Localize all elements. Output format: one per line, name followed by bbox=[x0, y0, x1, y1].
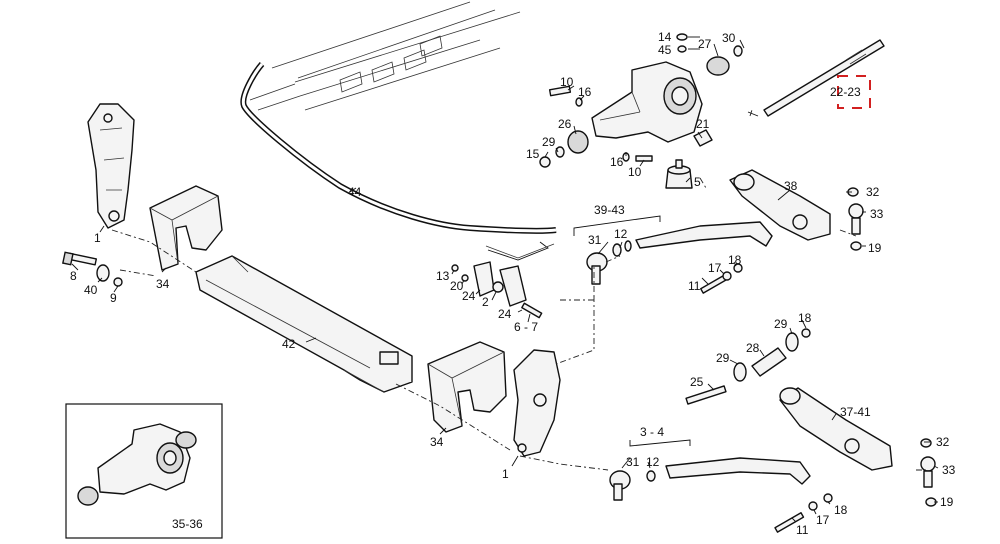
label-34-lower: 34 bbox=[430, 435, 444, 449]
side-bracket-1-lower bbox=[513, 349, 561, 457]
label-26: 26 bbox=[558, 117, 572, 131]
label-30: 30 bbox=[722, 31, 736, 45]
tie-rod-39-43 bbox=[586, 221, 773, 285]
assembly-center-lines bbox=[111, 109, 926, 471]
label-20: 20 bbox=[450, 279, 464, 293]
label-1-lower: 1 bbox=[502, 467, 509, 481]
label-45: 45 bbox=[658, 43, 672, 57]
label-2: 2 bbox=[482, 295, 489, 309]
label-12-lower: 12 bbox=[646, 455, 660, 469]
label-13: 13 bbox=[436, 269, 450, 283]
label-18-upper: 18 bbox=[728, 253, 742, 267]
label-38: 38 bbox=[784, 179, 798, 193]
mount-bracket-34-lower bbox=[427, 341, 507, 433]
label-33-upper: 33 bbox=[870, 207, 884, 221]
label-19-lower: 19 bbox=[940, 495, 954, 509]
control-arm-38 bbox=[729, 169, 831, 241]
mount-bracket-34-left bbox=[149, 185, 223, 271]
label-17-lower: 17 bbox=[816, 513, 830, 527]
upper-mount-bracket bbox=[591, 61, 713, 147]
label-33-lower: 33 bbox=[942, 463, 956, 477]
label-34-left: 34 bbox=[156, 277, 170, 291]
label-11-lower: 11 bbox=[796, 523, 809, 537]
label-44: 44 bbox=[348, 185, 362, 199]
vehicle-frame-outline bbox=[249, 1, 521, 111]
label-40: 40 bbox=[84, 283, 98, 297]
lower-arm-hardware bbox=[685, 328, 811, 405]
label-27: 27 bbox=[698, 37, 712, 51]
label-28: 28 bbox=[746, 341, 760, 355]
label-5: 5 bbox=[694, 175, 701, 189]
label-31-upper: 31 bbox=[588, 233, 602, 247]
label-25: 25 bbox=[690, 375, 704, 389]
bump-stop-5 bbox=[665, 159, 693, 189]
label-1-upper: 1 bbox=[94, 231, 101, 245]
cross-member-42 bbox=[195, 255, 413, 393]
label-15: 15 bbox=[526, 147, 540, 161]
control-arm-37-41 bbox=[779, 387, 893, 471]
label-3-4: 3 - 4 bbox=[640, 425, 664, 439]
ball-joint-33-upper bbox=[847, 187, 864, 251]
bolt-11-lower bbox=[774, 493, 833, 533]
label-35-36: 35-36 bbox=[172, 517, 203, 531]
label-10-upper: 10 bbox=[560, 75, 574, 89]
label-39-43: 39-43 bbox=[594, 203, 625, 217]
label-24-right: 24 bbox=[498, 307, 512, 321]
part-labels: 14 45 27 30 22-23 10 16 26 29 15 21 16 1… bbox=[70, 30, 956, 537]
label-16-lower: 16 bbox=[610, 155, 624, 169]
label-21: 21 bbox=[696, 117, 710, 131]
side-bracket-1-left bbox=[87, 103, 135, 229]
label-29-middle: 29 bbox=[716, 351, 730, 365]
label-18-middle: 18 bbox=[798, 311, 812, 325]
label-29-upper: 29 bbox=[542, 135, 556, 149]
label-14: 14 bbox=[658, 30, 672, 44]
label-17-upper: 17 bbox=[708, 261, 722, 275]
bolt-11-upper bbox=[700, 263, 743, 294]
label-9: 9 bbox=[110, 291, 117, 305]
shaft-22-23 bbox=[747, 39, 885, 117]
stabilizer-clamp-assembly bbox=[451, 241, 555, 319]
highlight-box-22-23 bbox=[837, 75, 871, 109]
label-8: 8 bbox=[70, 269, 77, 283]
label-16-upper: 16 bbox=[578, 85, 592, 99]
label-12-upper: 12 bbox=[614, 227, 628, 241]
leader-lines bbox=[71, 36, 939, 523]
inset-detail-35-36 bbox=[65, 403, 223, 539]
small-hardware-upper bbox=[539, 33, 743, 168]
label-24-left: 24 bbox=[462, 289, 476, 303]
label-6-7: 6 - 7 bbox=[514, 320, 538, 334]
ball-joint-33-lower bbox=[920, 438, 937, 507]
stabilizer-bar-44 bbox=[240, 62, 557, 234]
label-32-lower: 32 bbox=[936, 435, 950, 449]
label-37-41: 37-41 bbox=[840, 405, 871, 419]
label-11-upper: 11 bbox=[688, 279, 701, 293]
label-31-lower: 31 bbox=[626, 455, 640, 469]
label-22-23: 22-23 bbox=[830, 85, 861, 99]
label-10-lower: 10 bbox=[628, 165, 642, 179]
label-42: 42 bbox=[282, 337, 296, 351]
label-29-top-right: 29 bbox=[774, 317, 788, 331]
label-19-upper: 19 bbox=[868, 241, 882, 255]
tie-rod-3-4 bbox=[609, 457, 811, 501]
label-32-upper: 32 bbox=[866, 185, 880, 199]
label-18-lower: 18 bbox=[834, 503, 848, 517]
